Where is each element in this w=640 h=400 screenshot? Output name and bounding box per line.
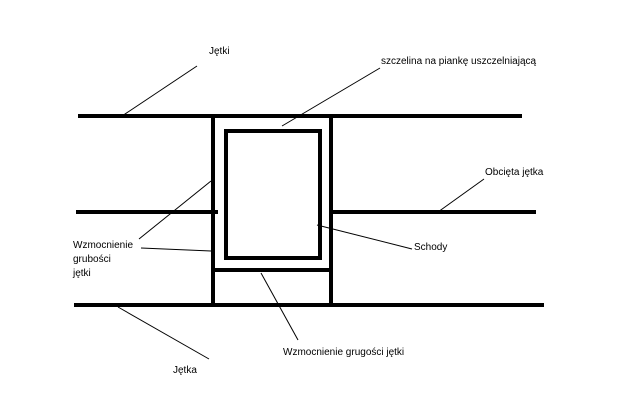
- label-bottom-reinforcement: Wzmocnienie grugości jętki: [283, 347, 404, 358]
- leader-seal-gap: [281, 67, 381, 127]
- label-cut-beam: Obcięta jętka: [485, 167, 544, 178]
- leader-side-reinforcement-upper: [138, 180, 212, 240]
- label-side-reinforcement-line-1: Wzmocnienie: [73, 240, 133, 251]
- label-side-reinforcement-line-2: grubości: [73, 254, 111, 265]
- leader-bottom-reinforcement: [260, 272, 299, 341]
- label-side-reinforcement-line-3: jętki: [72, 268, 91, 279]
- leader-side-reinforcement-lower: [140, 247, 212, 252]
- leader-top-beam: [121, 65, 198, 117]
- leader-stairs: [316, 224, 413, 250]
- label-top-beam: Jętki: [209, 46, 230, 57]
- label-seal-gap: szczelina na piankę uszczelniającą: [381, 56, 537, 67]
- stair-opening: [224, 129, 322, 260]
- leader-cut-beam: [437, 178, 485, 213]
- label-stairs: Schody: [414, 242, 447, 253]
- leader-bottom-beam: [117, 306, 210, 360]
- label-bottom-beam: Jętka: [173, 365, 197, 376]
